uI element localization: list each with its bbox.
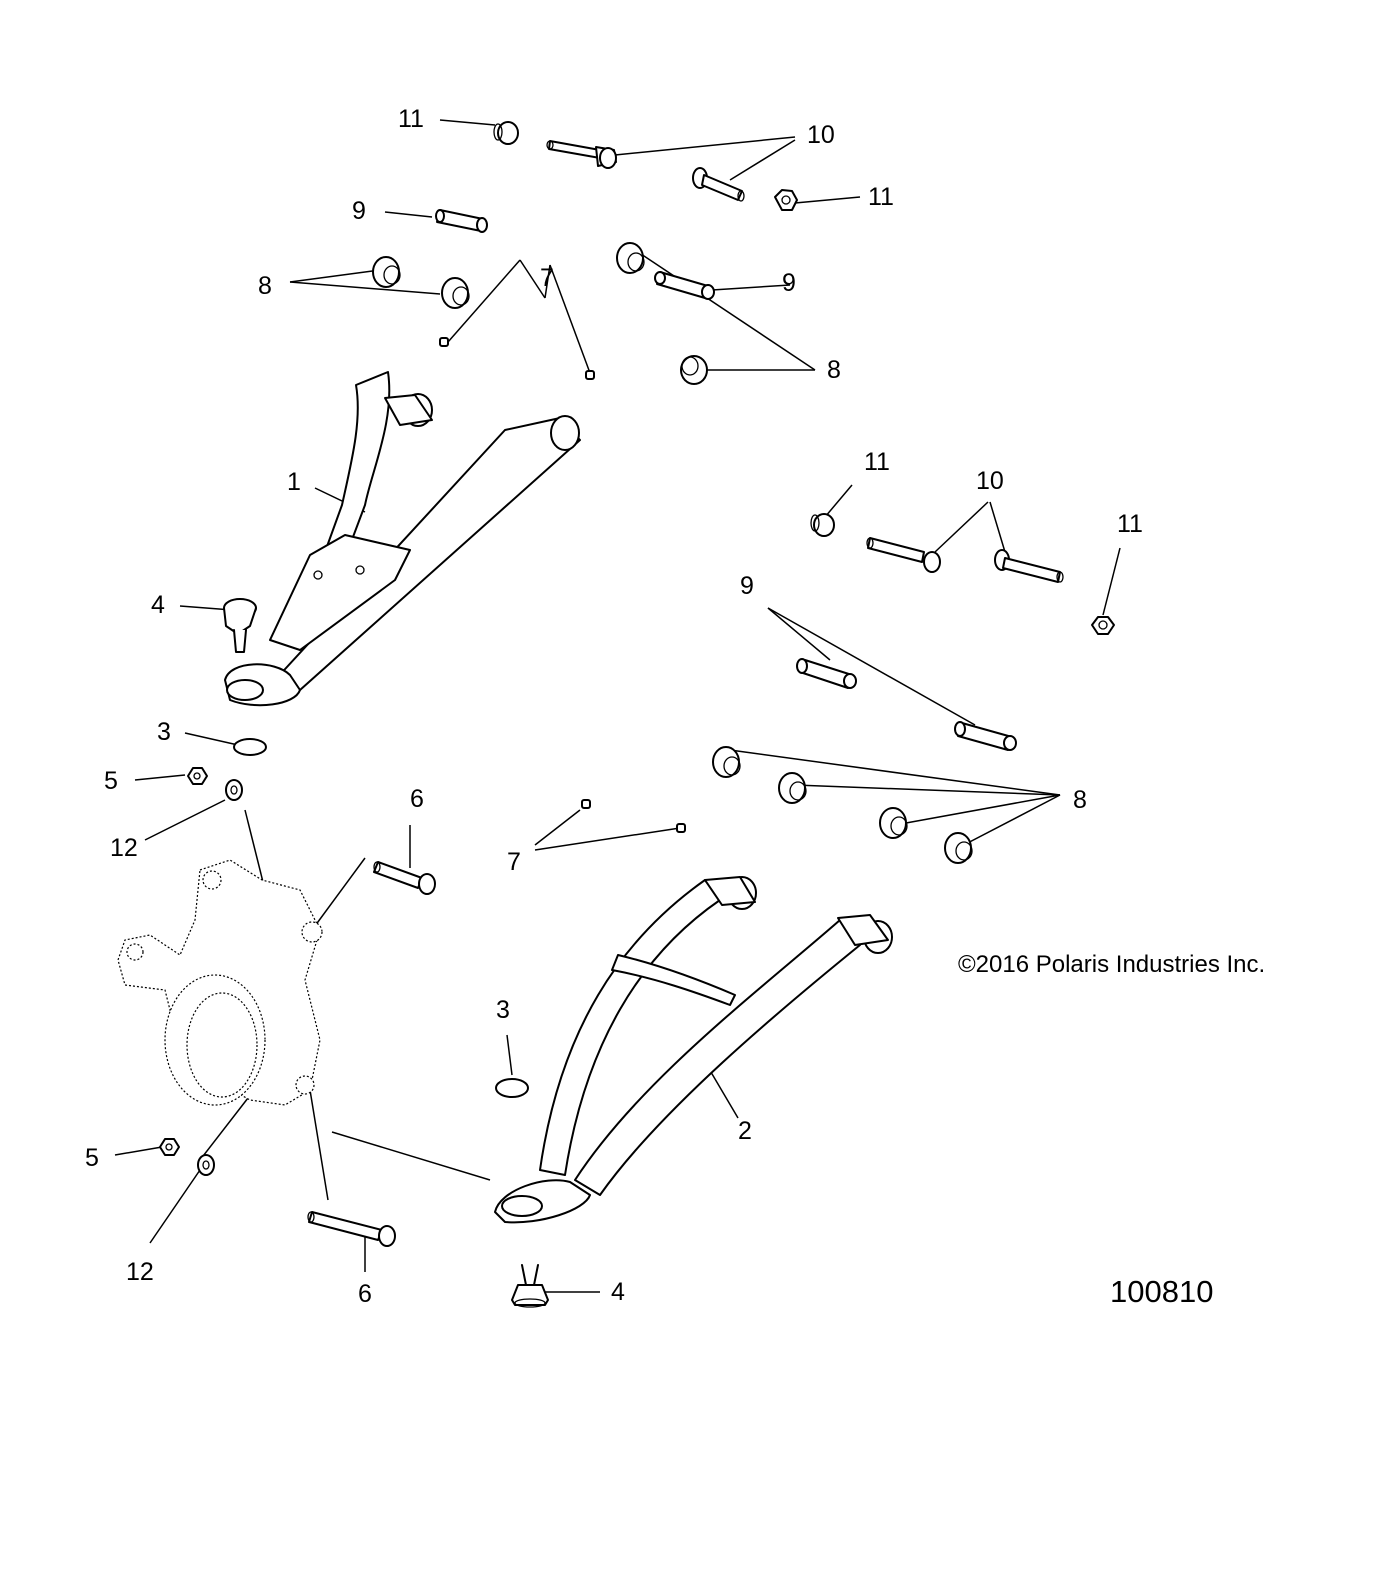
callout-label: 3 (157, 718, 171, 746)
upper-arm-hardware (372, 121, 798, 385)
copyright-notice: ©2016 Polaris Industries Inc. (958, 951, 1265, 978)
lower-arm-hardware (581, 513, 1115, 864)
grease-fitting-part (585, 370, 595, 380)
bushing-part (712, 746, 741, 778)
callout-label: 12 (126, 1258, 154, 1286)
bushing-part (879, 807, 908, 839)
flange-nut-part (493, 121, 519, 145)
grease-fitting-part (581, 799, 591, 809)
ball-joint-part (511, 1264, 549, 1308)
callout-label: 7 (507, 848, 521, 876)
bolt-part (866, 537, 941, 573)
snap-ring-part (233, 738, 267, 756)
leader-lines (114, 119, 1121, 1293)
callout-label: 11 (398, 105, 424, 133)
callout-label: 10 (976, 467, 1004, 495)
bolt-part (994, 549, 1064, 583)
sleeve-part (796, 658, 857, 689)
callout-labels: 11 10 11 9 8 7 9 8 1 11 10 11 4 9 3 5 6 … (85, 105, 1143, 1308)
flange-nut-part (774, 189, 798, 211)
bushing-part (944, 832, 973, 864)
callout-label: 9 (740, 572, 754, 600)
callout-label: 12 (110, 834, 138, 862)
bushing-part (680, 355, 708, 385)
grease-fitting-part (439, 337, 449, 347)
upper-a-arm-part (224, 371, 581, 707)
callout-label: 6 (358, 1280, 372, 1308)
steering-knuckle-part (117, 859, 323, 1106)
callout-label: 10 (807, 121, 835, 149)
bushing-part (616, 242, 645, 274)
callout-label: 1 (287, 468, 301, 496)
washer-part (225, 779, 243, 801)
washer-part (197, 1154, 215, 1176)
callout-label: 5 (85, 1144, 99, 1172)
callout-label: 3 (496, 996, 510, 1024)
callout-label: 11 (1117, 510, 1143, 538)
callout-label: 4 (151, 591, 165, 619)
callout-label: 6 (410, 785, 424, 813)
sleeve-part (435, 209, 488, 233)
flange-nut-part (810, 513, 835, 537)
callout-label: 8 (258, 272, 272, 300)
bushing-part (372, 256, 401, 288)
sleeve-part (954, 721, 1017, 751)
lower-a-arm-part (494, 876, 893, 1224)
bolt-part (373, 861, 436, 895)
callout-label: 2 (738, 1117, 752, 1145)
flange-nut-part (1091, 616, 1115, 635)
bushing-part (441, 277, 470, 309)
bolt-part (692, 167, 745, 202)
callout-label: 9 (352, 197, 366, 225)
bolt-part (307, 1211, 396, 1247)
bushing-part (778, 772, 807, 804)
figure-number: 100810 (1110, 1274, 1213, 1309)
callout-label: 9 (782, 269, 796, 297)
callout-label: 4 (611, 1278, 625, 1306)
sleeve-part (654, 271, 715, 300)
ball-joint-part (223, 598, 257, 653)
nut-part (187, 767, 208, 785)
bolt-part (546, 140, 617, 169)
callout-label: 8 (1073, 786, 1087, 814)
callout-label: 8 (827, 356, 841, 384)
callout-label: 11 (868, 183, 894, 211)
callout-label: 11 (864, 448, 890, 476)
callout-label: 7 (540, 264, 554, 292)
grease-fitting-part (676, 823, 686, 833)
snap-ring-part (495, 1078, 529, 1098)
callout-label: 5 (104, 767, 118, 795)
nut-part (159, 1138, 180, 1156)
